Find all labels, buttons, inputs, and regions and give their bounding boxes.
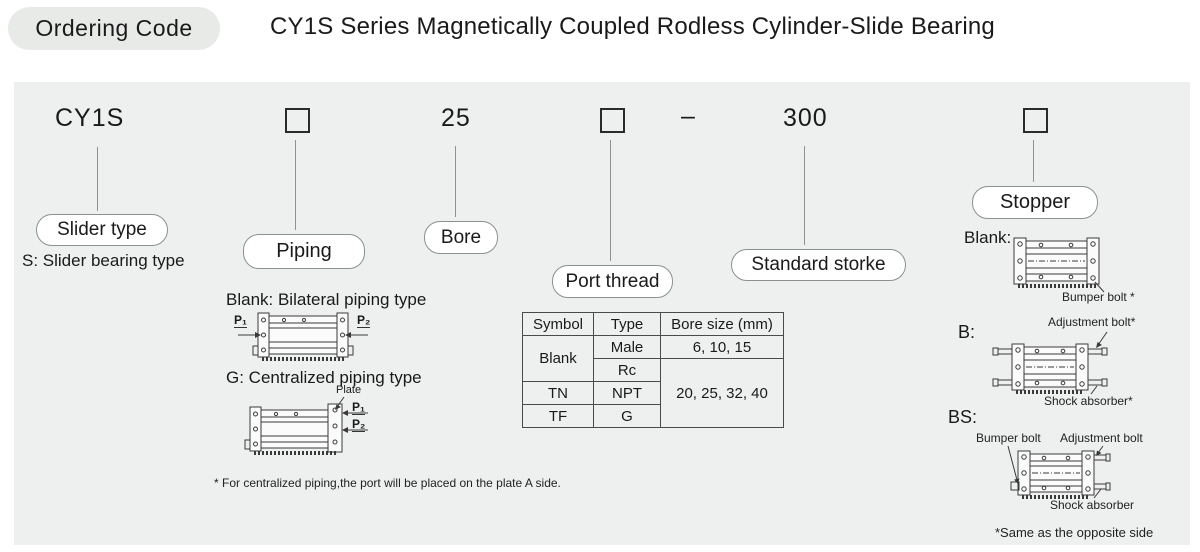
standard-stroke-pill-label: Standard storke [751, 254, 886, 275]
code-stroke-value: 300 [783, 104, 828, 132]
page-title: CY1S Series Magnetically Coupled Rodless… [270, 13, 995, 40]
adjustment-bolt-callout: Adjustment bolt* [1048, 315, 1136, 329]
centralized-p2-label: P₂ [352, 417, 366, 432]
cell-type-g: G [593, 404, 661, 428]
connector-bore [455, 146, 456, 217]
connector-port-thread [610, 140, 611, 261]
code-model: CY1S [55, 104, 125, 132]
stopper-option-box [1023, 108, 1048, 133]
code-dash: – [681, 102, 696, 130]
port-thread-table: Symbol Type Bore size (mm) Blank Male 6,… [522, 312, 784, 428]
cell-type-rc: Rc [593, 358, 661, 382]
piping-option-box [285, 108, 310, 133]
stopper-blank-label: Blank: [964, 228, 1012, 247]
plate-label: Plate [336, 384, 362, 396]
stopper-b-diagram [992, 331, 1108, 395]
cell-type-npt: NPT [593, 381, 661, 405]
bs-adjustment-bolt-callout: Adjustment bolt [1060, 431, 1143, 445]
bore-pill-label: Bore [440, 226, 482, 248]
piping-pill-label: Piping [276, 240, 332, 262]
connector-piping [295, 140, 296, 230]
stopper-footnote: *Same as the opposite side [995, 525, 1154, 540]
piping-footnote: * For centralized piping,the port will b… [214, 476, 561, 490]
table-header-row: Symbol Type Bore size (mm) [522, 312, 784, 336]
port-thread-pill: Port thread [552, 265, 673, 298]
bs-bumper-bolt-callout: Bumper bolt [976, 431, 1041, 445]
stopper-b-label: B: [958, 322, 976, 342]
table-row: TF G [522, 404, 784, 428]
piping-g-note: G: Centralized piping type [226, 368, 422, 387]
stopper-bs-diagram [1007, 445, 1111, 499]
table-row: Blank Male 6, 10, 15 [522, 335, 784, 382]
cell-type-male: Male [593, 335, 661, 359]
cell-bore-male: 6, 10, 15 [660, 335, 784, 359]
bilateral-p2-label: P₂ [357, 313, 371, 328]
connector-stroke [804, 146, 805, 245]
bilateral-piping-diagram [238, 312, 368, 361]
standard-stroke-pill: Standard storke [731, 249, 906, 281]
connector-slider [97, 147, 98, 211]
bore-pill: Bore [424, 221, 498, 254]
port-thread-pill-label: Port thread [565, 270, 660, 292]
centralized-piping-diagram [244, 396, 368, 455]
connector-stopper [1033, 140, 1034, 182]
port-thread-option-box [600, 108, 625, 133]
col-type: Type [593, 312, 661, 336]
table-row: Rc 20, 25, 32, 40 [523, 358, 784, 428]
piping-blank-note: Blank: Bilateral piping type [226, 290, 427, 309]
ordering-code-badge-label: Ordering Code [35, 15, 193, 41]
piping-pill: Piping [243, 234, 365, 269]
cell-symbol-tn: TN [522, 381, 594, 405]
col-symbol: Symbol [522, 312, 594, 336]
stopper-bs-label: BS: [948, 407, 978, 427]
stopper-pill-label: Stopper [999, 191, 1071, 213]
bs-shock-absorber-callout: Shock absorber [1050, 498, 1135, 512]
stopper-blank-diagram [1013, 237, 1105, 293]
cell-symbol-blank: Blank [522, 335, 594, 382]
col-bore-size: Bore size (mm) [660, 312, 784, 336]
table-row: TN NPT [522, 381, 784, 405]
ordering-code-badge: Ordering Code [8, 7, 220, 50]
bumper-bolt-callout: Bumper bolt * [1062, 290, 1135, 304]
stopper-pill: Stopper [972, 186, 1098, 219]
cell-symbol-tf: TF [522, 404, 594, 428]
bilateral-p1-label: P₁ [234, 313, 247, 328]
slider-type-pill: Slider type [36, 214, 168, 246]
slider-type-note: S: Slider bearing type [22, 251, 185, 270]
shock-absorber-callout: Shock absorber* [1044, 394, 1133, 408]
cell-bore-rest: 20, 25, 32, 40 [660, 358, 784, 428]
slider-type-pill-label: Slider type [57, 219, 147, 240]
code-bore-value: 25 [441, 104, 471, 132]
centralized-p1-label: P₁ [352, 400, 365, 415]
